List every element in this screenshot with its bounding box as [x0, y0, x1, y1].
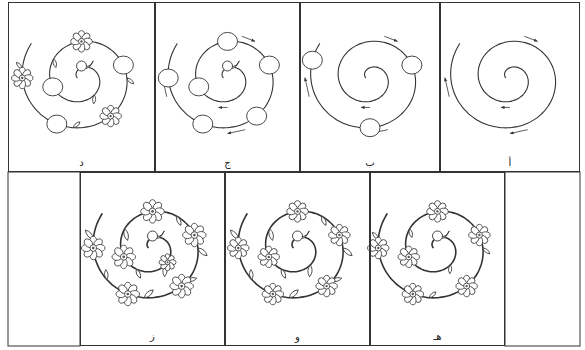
spiral-stem: [93, 211, 198, 298]
leaf: [123, 228, 130, 241]
flower-placeholder: [189, 78, 209, 96]
leaf: [104, 269, 109, 279]
spiral-stem: [168, 41, 273, 128]
step-letter: ب: [362, 157, 377, 171]
leaf: [92, 95, 96, 104]
flower-placeholder: [43, 78, 63, 96]
spiral-drawing: [302, 36, 422, 136]
spiral-stem: [378, 211, 483, 298]
leaf: [197, 246, 209, 257]
rosette-flower: [329, 224, 350, 245]
empty-panel: [8, 172, 80, 346]
rosette-flower: [262, 283, 283, 304]
step-panel: ب: [300, 2, 440, 172]
rosette-flower: [81, 236, 105, 260]
spiral-stem: [22, 41, 127, 128]
leaf: [448, 265, 452, 274]
flower-placeholder: [402, 56, 422, 74]
spiral-drawing: [158, 32, 279, 133]
rosette-flower: [112, 245, 136, 269]
leaf: [126, 77, 135, 85]
step-panel: هـ: [370, 172, 505, 346]
leaf: [307, 265, 312, 277]
rosette-flower: [287, 201, 308, 222]
spiral-stem: [451, 41, 556, 128]
leaf: [175, 216, 182, 227]
rosette-flower: [228, 237, 249, 258]
flower-placeholder: [113, 56, 133, 74]
flower-placeholder: [47, 115, 67, 133]
flower-placeholder: [302, 51, 322, 69]
direction-arrow: [501, 107, 510, 108]
direction-arrow: [361, 107, 370, 108]
step-letter: أ: [506, 157, 515, 171]
rosette-flower: [469, 224, 490, 245]
direction-arrow: [510, 130, 528, 134]
leaf: [428, 291, 437, 299]
leaf: [482, 247, 491, 255]
flower-placeholder: [193, 115, 213, 133]
step-letter: د: [76, 157, 86, 171]
flower-placeholder: [360, 119, 380, 137]
spiral-stem: [238, 211, 343, 298]
rosette-flower: [427, 201, 448, 222]
direction-arrow: [524, 36, 537, 41]
rosette-flower: [159, 254, 176, 271]
direction-arrow: [218, 107, 227, 108]
rosette-flower: [100, 105, 121, 126]
empty-panel: [505, 172, 580, 346]
rosette-flower: [258, 246, 279, 267]
step-panel: ز: [80, 172, 225, 346]
rosette-flower: [116, 282, 140, 306]
direction-arrow: [228, 130, 246, 134]
step-panel: د: [8, 2, 155, 172]
direction-arrow: [305, 78, 309, 97]
leaf: [280, 268, 287, 279]
rosette-flower: [170, 274, 194, 298]
step-letter: هـ: [430, 331, 444, 345]
flower-placeholder: [247, 107, 267, 125]
leaf: [320, 216, 327, 227]
spiral-drawing: [12, 31, 135, 133]
leaf: [72, 121, 81, 129]
leaf: [408, 228, 413, 237]
flower-placeholder: [259, 56, 279, 74]
rosette-flower: [456, 275, 477, 296]
direction-arrow: [384, 36, 397, 41]
rosette-flower: [71, 31, 92, 52]
rosette-flower: [12, 67, 33, 88]
spiral-drawing: [368, 201, 491, 305]
direction-arrow: [445, 78, 449, 97]
step-panel: أ: [440, 2, 580, 172]
spiral-drawing: [81, 200, 208, 306]
step-panel: و: [225, 172, 370, 346]
step-panel: ج: [155, 2, 300, 172]
leaf: [135, 268, 142, 279]
leaf: [143, 288, 155, 299]
flower-placeholder: [158, 69, 178, 87]
step-letter: ج: [221, 157, 233, 171]
leaf: [342, 246, 354, 257]
leaf: [268, 228, 275, 241]
direction-arrow: [242, 36, 255, 41]
rosette-flower: [402, 283, 423, 304]
rosette-flower: [141, 200, 165, 224]
leaf: [52, 58, 57, 67]
leaf: [249, 269, 254, 279]
leaf: [288, 288, 300, 299]
step-letter: و: [292, 331, 303, 345]
flower-placeholder: [218, 32, 238, 50]
rosette-flower: [398, 246, 419, 267]
rosette-flower: [316, 275, 337, 296]
spiral-drawing: [445, 36, 556, 133]
spiral-drawing: [228, 201, 354, 305]
rosette-flower: [183, 223, 207, 247]
spiral-stem: [311, 41, 416, 128]
step-letter: ز: [147, 331, 158, 345]
